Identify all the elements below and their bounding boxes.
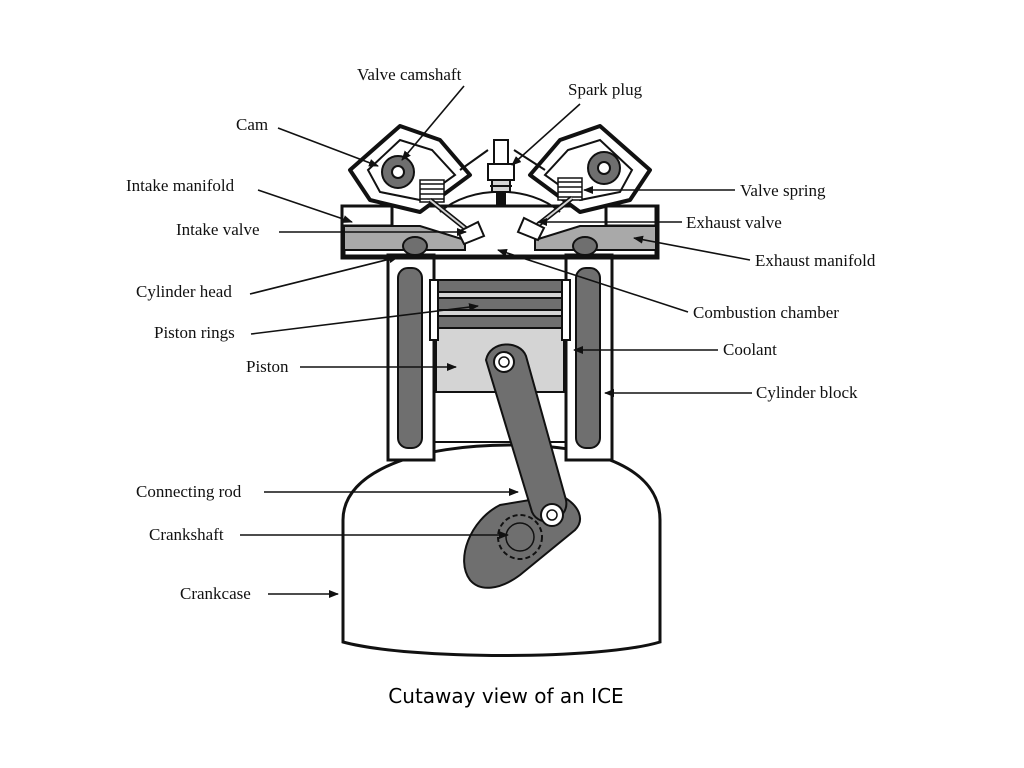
- label-valve-camshaft: Valve camshaft: [357, 65, 462, 84]
- label-spark-plug: Spark plug: [568, 80, 643, 99]
- label-exhaust-manifold: Exhaust manifold: [755, 251, 876, 270]
- label-valve-spring: Valve spring: [740, 181, 826, 200]
- spark-plug: [459, 139, 546, 205]
- coolant-right: [575, 267, 601, 449]
- label-cam: Cam: [236, 115, 269, 134]
- label-exhaust-valve: Exhaust valve: [686, 213, 782, 232]
- label-combustion-chamber: Combustion chamber: [693, 303, 839, 322]
- label-cylinder-head: Cylinder head: [136, 282, 232, 301]
- label-piston-rings: Piston rings: [154, 323, 235, 342]
- label-crankcase: Crankcase: [180, 584, 251, 603]
- label-crankshaft: Crankshaft: [149, 525, 224, 544]
- exhaust-manifold-channel: [534, 225, 657, 251]
- coolant-left: [397, 267, 423, 449]
- label-intake-manifold: Intake manifold: [126, 176, 235, 195]
- figure-caption: Cutaway view of an ICE: [388, 684, 624, 708]
- connecting-rod: [484, 343, 568, 523]
- leader-lines: [240, 85, 752, 598]
- label-coolant: Coolant: [723, 340, 777, 359]
- label-piston: Piston: [246, 357, 289, 376]
- label-connecting-rod: Connecting rod: [136, 482, 242, 501]
- label-cylinder-block: Cylinder block: [756, 383, 858, 402]
- label-intake-valve: Intake valve: [176, 220, 260, 239]
